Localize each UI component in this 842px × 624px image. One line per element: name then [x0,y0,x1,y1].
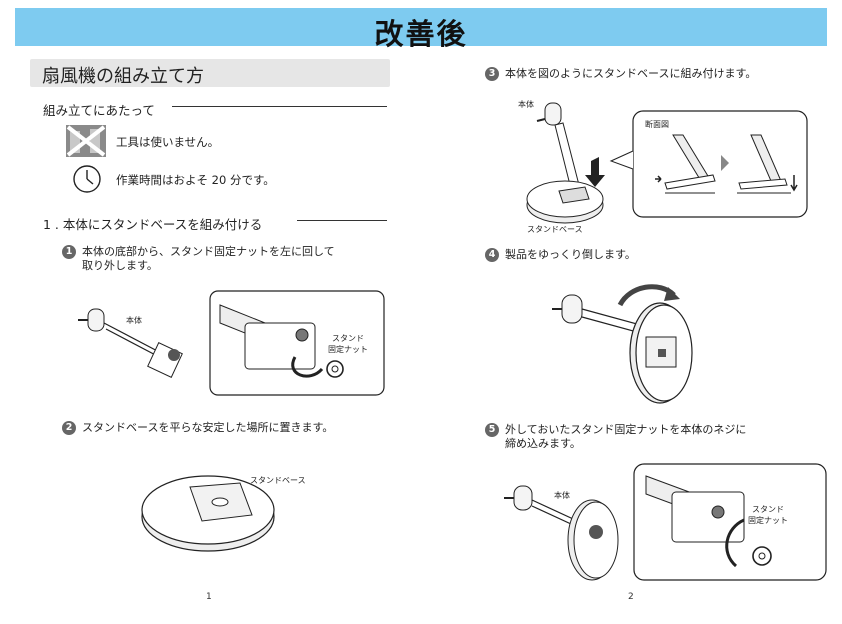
step-2: 2 スタンドベースを平らな安定した場所に置きます。 [62,421,382,435]
note-time: 作業時間はおよそ 20 分です。 [116,173,275,187]
page-title-bar: 扇風機の組み立て方 [30,59,390,87]
step-4-number: 4 [485,248,499,262]
section-rule-1 [297,220,387,221]
step-1-number: 1 [62,245,76,259]
header-banner: 改善後 [15,8,827,51]
page-number-2: 2 [628,592,634,602]
section-view-label: 断面図 [645,119,669,129]
step-3-number: 3 [485,67,499,81]
step-4: 4 製品をゆっくり倒します。 [485,248,825,262]
page-title: 扇風機の組み立て方 [42,66,204,87]
section-rule-intro [172,106,387,107]
step-5-nut-label-2: 固定ナット [748,515,788,525]
step-1-body-label: 本体 [126,315,142,325]
step-2-base-label: スタンドベース [250,476,306,485]
step-1-nut-label-1: スタンド [332,334,364,343]
step-1-text-line2: 取り外します。 [82,259,158,272]
section-heading-1: 1 . 本体にスタンドベースを組み付ける [43,217,263,232]
step-1-illustration: 本体 スタンド 固定ナット [78,290,385,396]
page-number-1: 1 [206,592,212,602]
step-3: 3 本体を図のようにスタンドベースに組み付けます。 [485,67,825,81]
step-3-base-label: スタンドベース [527,225,583,234]
step-3-body-label: 本体 [518,99,534,109]
banner-title: 改善後 [374,17,468,51]
step-5-nut-label-1: スタンド [752,505,784,514]
step-2-illustration: スタンドベース [141,475,306,552]
step-5-illustration: 本体 スタンド 固定ナット [504,463,827,581]
step-5-text-line1: 外しておいたスタンド固定ナットを本体のネジに [505,423,747,436]
step-2-number: 2 [62,421,76,435]
step-1-nut-label-2: 固定ナット [328,344,368,354]
step-4-illustration [552,284,693,404]
step-5: 5 外しておいたスタンド固定ナットを本体のネジに 締め込みます。 [485,423,825,451]
step-2-text: スタンドベースを平らな安定した場所に置きます。 [82,421,334,434]
no-tools-icon [66,125,106,157]
note-tools: 工具は使いません。 [116,135,220,149]
step-3-illustration: 本体 スタンドベース 断面図 [518,99,808,234]
step-1: 1 本体の底部から、スタンド固定ナットを左に回して 取り外します。 [62,245,382,273]
step-3-text: 本体を図のようにスタンドベースに組み付けます。 [505,67,757,80]
step-5-number: 5 [485,423,499,437]
section-heading-intro: 組み立てにあたって [43,103,155,118]
step-5-body-label: 本体 [554,490,570,500]
step-4-text: 製品をゆっくり倒します。 [505,248,636,261]
step-1-text-line1: 本体の底部から、スタンド固定ナットを左に回して [82,245,335,258]
clock-icon [73,165,101,193]
step-5-text-line2: 締め込みます。 [505,437,581,450]
